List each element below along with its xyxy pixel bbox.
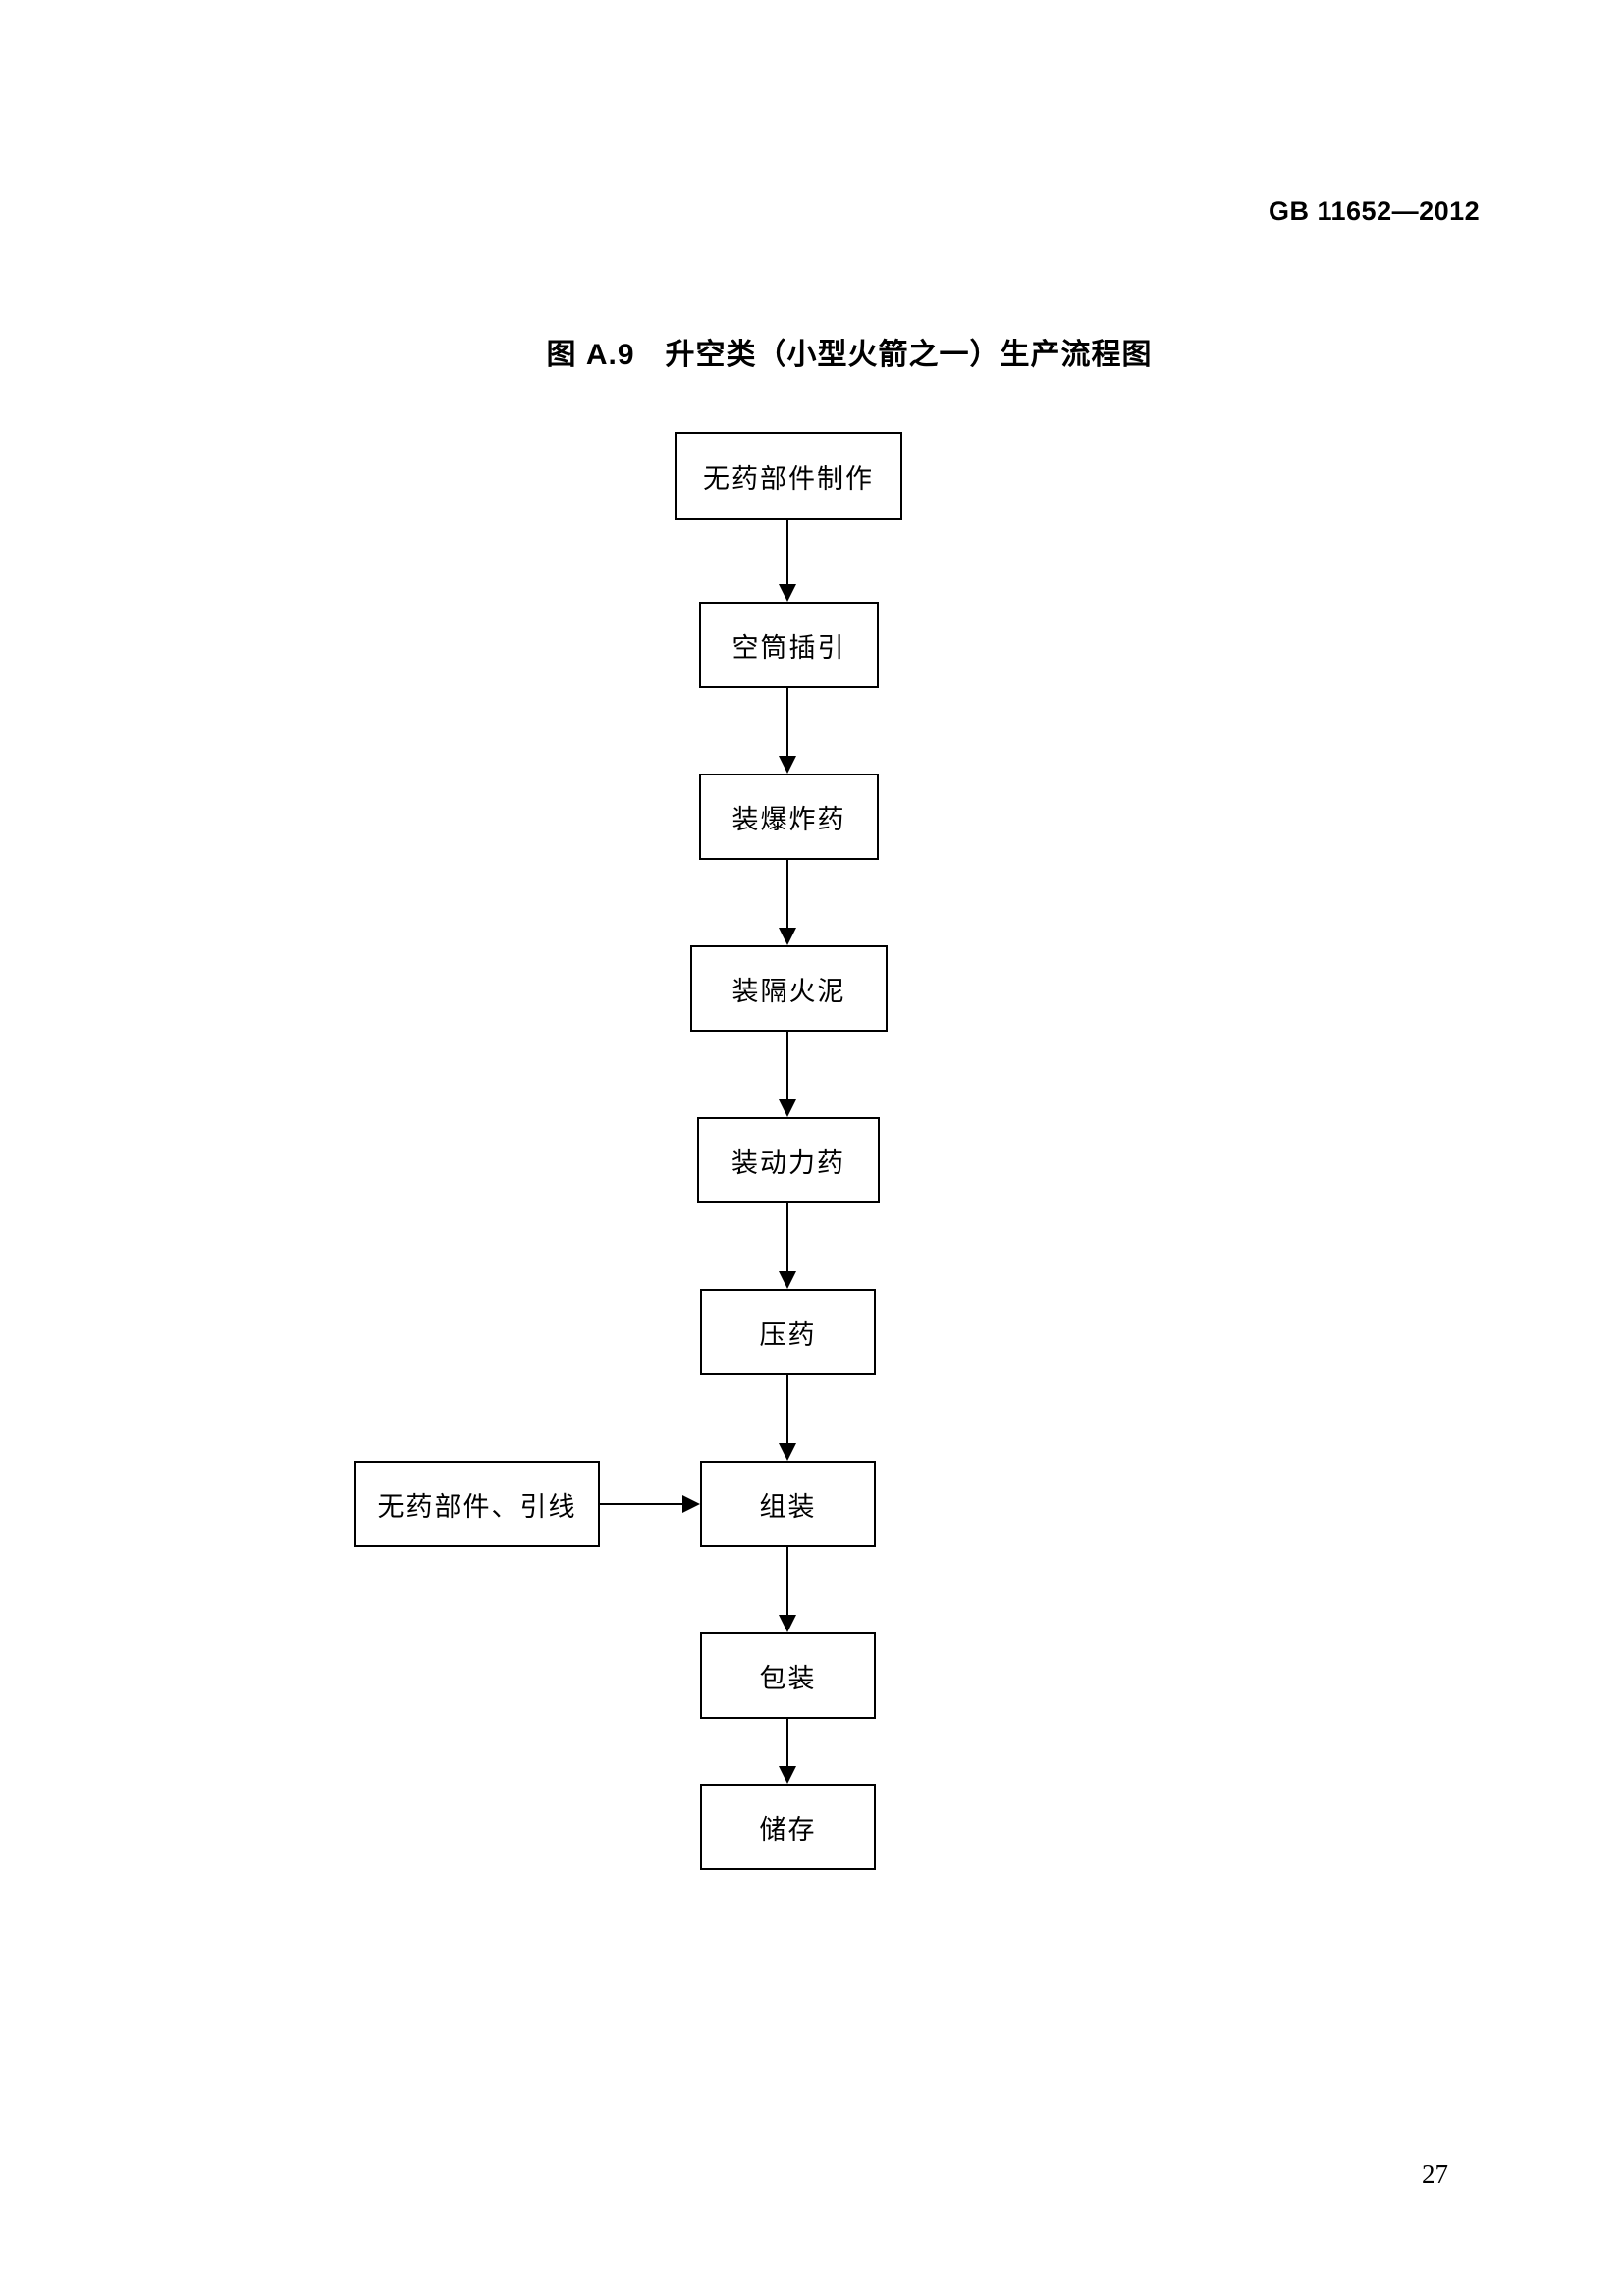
- arrow-down-8-head: [779, 1766, 796, 1784]
- arrow-down-2-head: [779, 756, 796, 774]
- arrow-down-4-head: [779, 1099, 796, 1117]
- flow-node-side-input: 无药部件、引线: [354, 1461, 600, 1547]
- flow-node-step-1: 无药部件制作: [675, 432, 902, 520]
- arrow-down-3-line: [786, 860, 788, 930]
- flow-node-label: 压药: [759, 1319, 817, 1350]
- arrow-down-8-line: [786, 1719, 788, 1768]
- standard-number-header: GB 11652—2012: [1269, 196, 1481, 226]
- flow-node-label: 组装: [759, 1491, 817, 1522]
- flow-node-label: 空筒插引: [731, 632, 846, 663]
- flow-node-label: 无药部件制作: [703, 463, 874, 494]
- arrow-right-side-head: [682, 1495, 700, 1513]
- arrow-down-1-head: [779, 584, 796, 602]
- flow-node-label: 储存: [759, 1814, 817, 1844]
- flow-node-step-9: 储存: [700, 1784, 876, 1870]
- flow-node-step-8: 包装: [700, 1632, 876, 1719]
- flow-node-step-6: 压药: [700, 1289, 876, 1375]
- arrow-down-4-line: [786, 1032, 788, 1101]
- flow-node-step-5: 装动力药: [697, 1117, 880, 1203]
- flow-node-step-3: 装爆炸药: [699, 774, 879, 860]
- flow-node-step-4: 装隔火泥: [690, 945, 888, 1032]
- arrow-down-7-head: [779, 1615, 796, 1632]
- arrow-right-side-line: [600, 1503, 684, 1505]
- arrow-down-6-head: [779, 1443, 796, 1461]
- flow-node-step-7: 组装: [700, 1461, 876, 1547]
- arrow-down-7-line: [786, 1547, 788, 1617]
- arrow-down-6-line: [786, 1375, 788, 1445]
- flow-node-label: 装动力药: [731, 1148, 845, 1178]
- flow-node-label: 装隔火泥: [731, 976, 846, 1006]
- flow-node-label: 包装: [759, 1663, 817, 1693]
- arrow-down-5-line: [786, 1203, 788, 1273]
- flow-node-label: 无药部件、引线: [377, 1491, 577, 1522]
- arrow-down-3-head: [779, 928, 796, 945]
- flow-node-label: 装爆炸药: [731, 804, 846, 834]
- arrow-down-5-head: [779, 1271, 796, 1289]
- arrow-down-2-line: [786, 688, 788, 758]
- flow-node-step-2: 空筒插引: [699, 602, 879, 688]
- page-number: 27: [1422, 2160, 1448, 2189]
- arrow-down-1-line: [786, 520, 788, 586]
- figure-title: 图 A.9 升空类（小型火箭之一）生产流程图: [546, 339, 1153, 371]
